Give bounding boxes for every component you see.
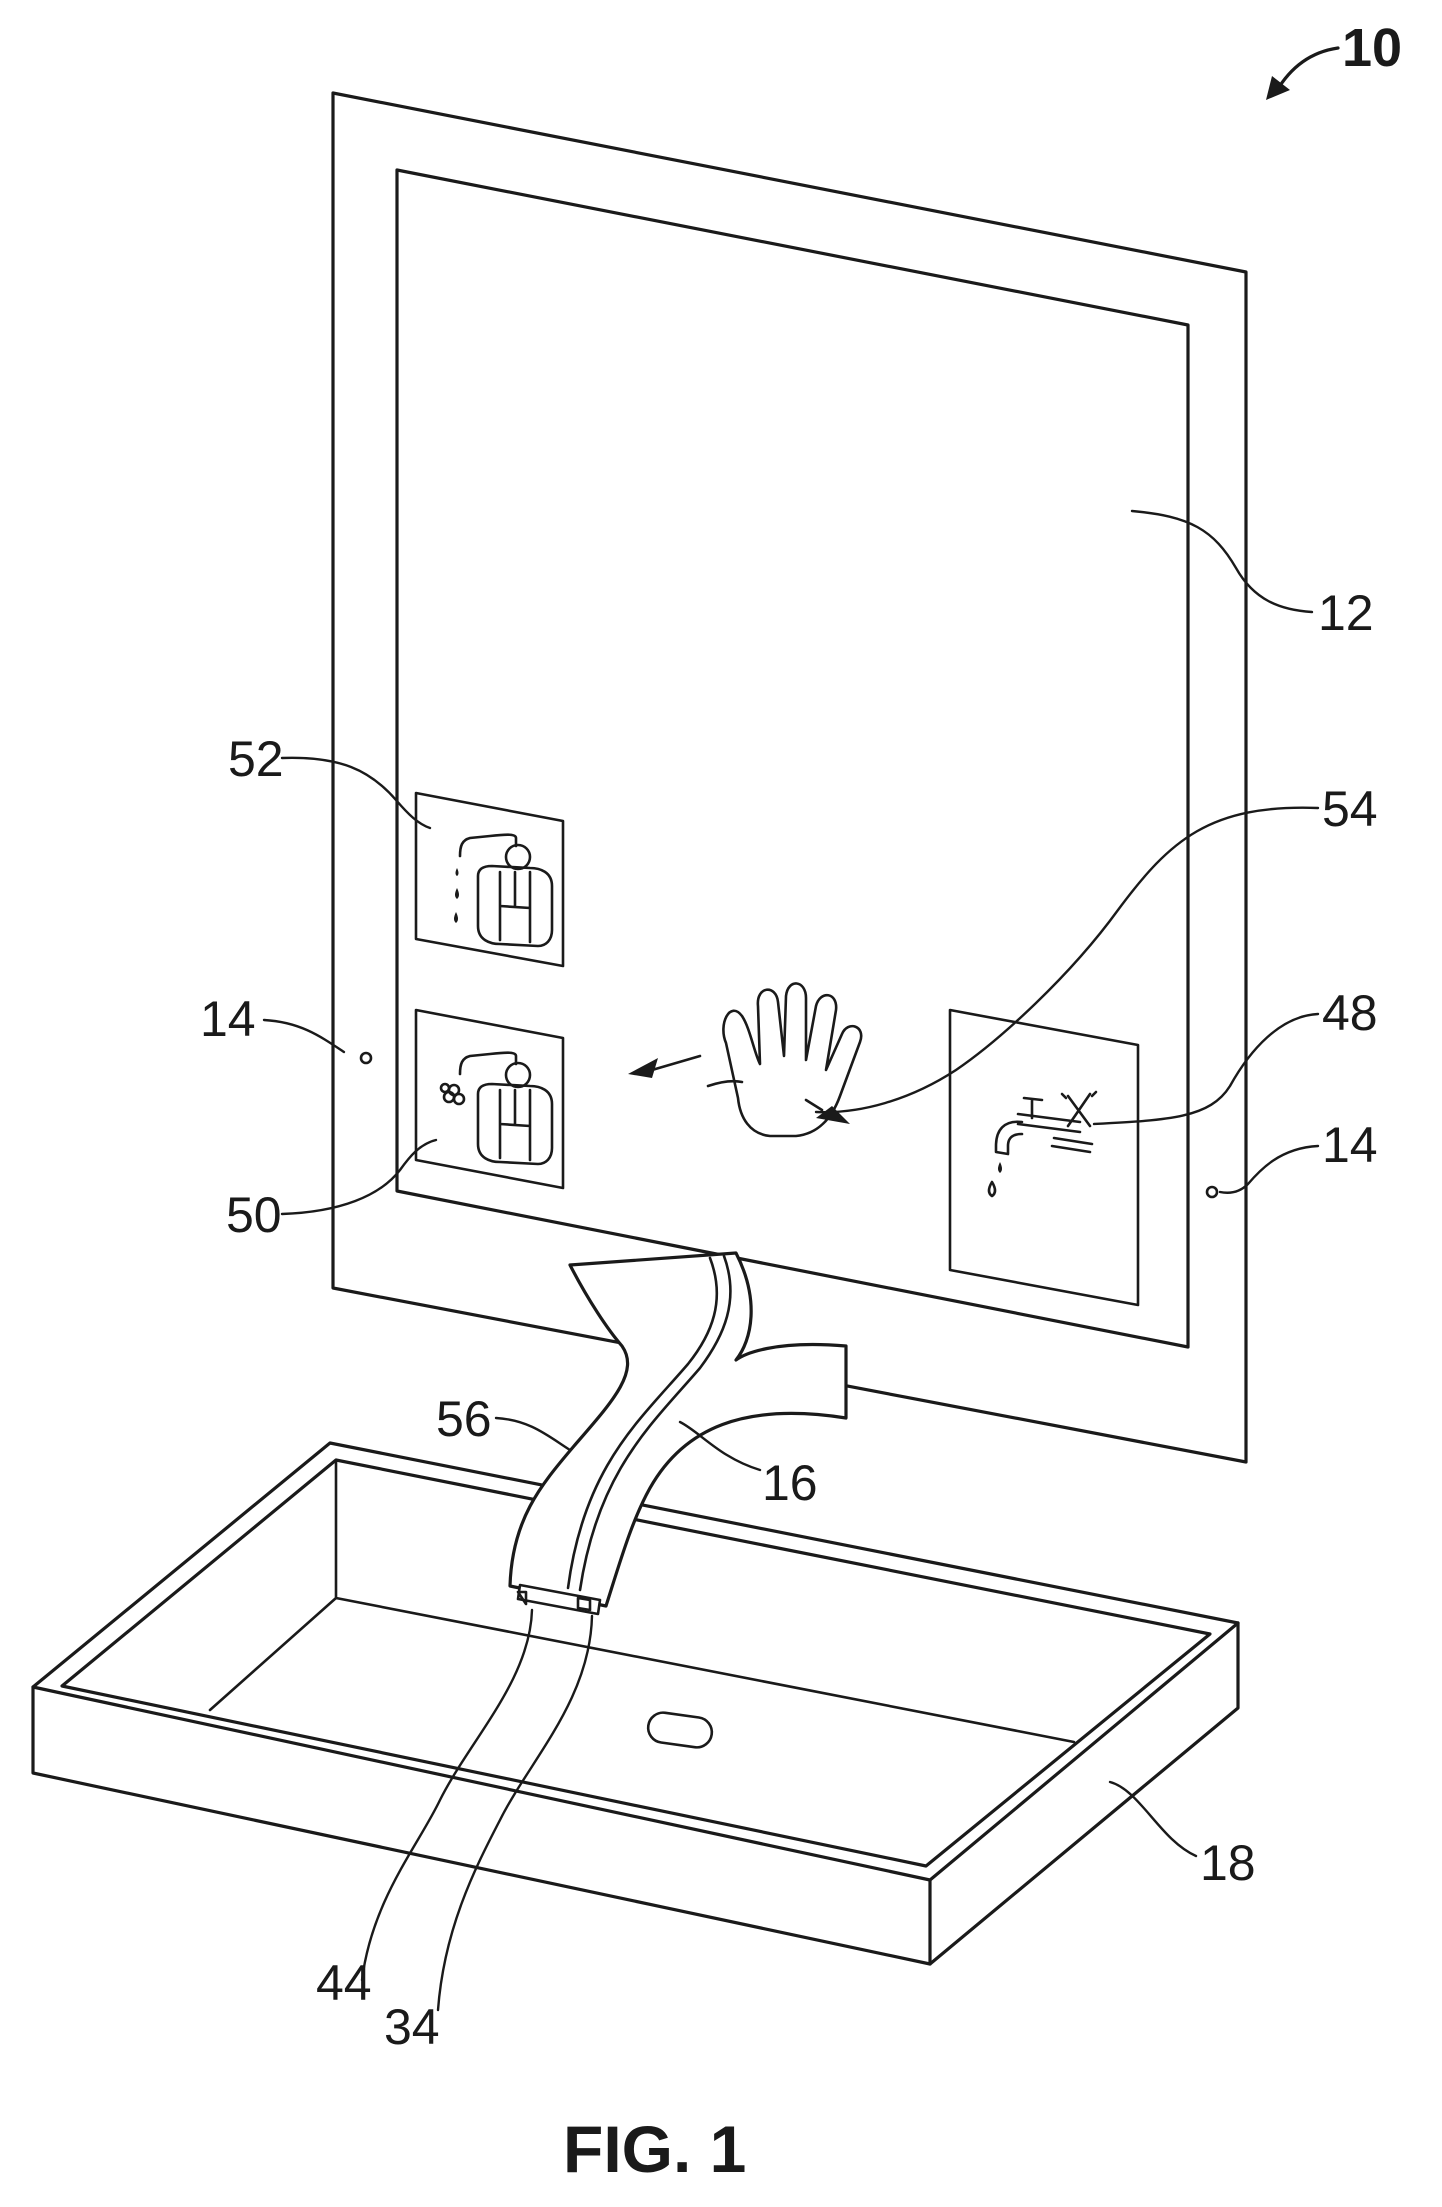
label-44: 44 [316,1955,372,2011]
label-10: 10 [1342,18,1402,78]
icon-box-52 [416,793,563,966]
label-12: 12 [1318,585,1374,641]
label-16: 16 [762,1455,818,1511]
lead-56 [496,1418,570,1450]
label-56: 56 [436,1391,492,1447]
label-54: 54 [1322,781,1378,837]
label-18: 18 [1200,1835,1256,1891]
assembly-reference: 10 [1266,18,1402,100]
label-50: 50 [226,1187,282,1243]
label-52: 52 [228,731,284,787]
label-14-left: 14 [200,991,256,1047]
label-34: 34 [384,1999,440,2055]
soap-foam-icon-box [416,1010,563,1188]
assembly-arrowhead [1266,76,1290,100]
label-14-right: 14 [1322,1117,1378,1173]
soap-liquid-icon-box [416,793,563,966]
label-48: 48 [1322,985,1378,1041]
assembly-arrow [1276,48,1338,92]
lead-16 [680,1422,760,1470]
figure-caption: FIG. 1 [563,2112,746,2186]
